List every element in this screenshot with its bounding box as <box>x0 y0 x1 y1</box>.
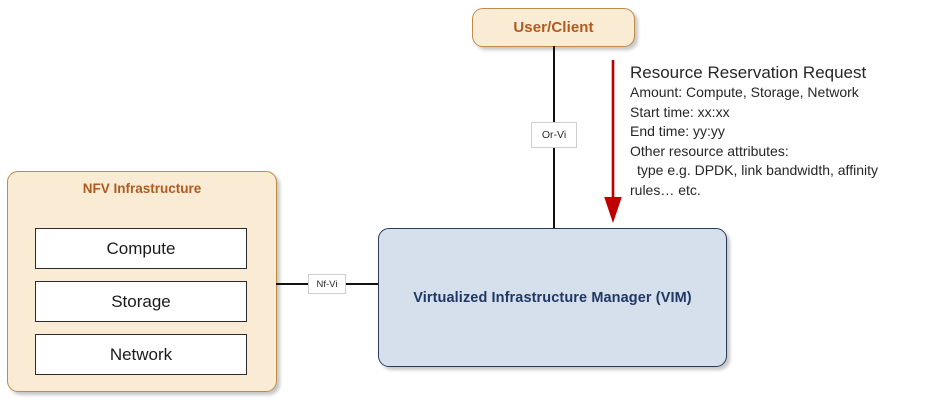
interface-label-or-vi: Or-Vi <box>531 122 577 148</box>
annotation-block: Resource Reservation Request Amount: Com… <box>630 62 942 200</box>
nfv-resource-network[interactable]: Network <box>35 334 247 375</box>
node-user-client[interactable]: User/Client <box>472 8 635 47</box>
node-nfv-infrastructure-title: NFV Infrastructure <box>82 181 202 196</box>
interface-label-nf-vi: Nf-Vi <box>308 274 346 294</box>
annotation-line-attribute-examples: type e.g. DPDK, link bandwidth, affinity <box>637 162 878 178</box>
annotation-line-rules: rules… etc. <box>630 181 701 198</box>
annotation-title: Resource Reservation Request <box>630 63 867 82</box>
node-vim[interactable]: Virtualized Infrastructure Manager (VIM) <box>378 228 727 367</box>
node-user-client-label: User/Client <box>513 19 594 36</box>
node-nfv-infrastructure[interactable]: NFV Infrastructure Compute Storage Netwo… <box>7 171 277 392</box>
node-vim-label: Virtualized Infrastructure Manager (VIM) <box>413 289 692 306</box>
annotation-line-other-attributes: Other resource attributes: <box>630 142 789 159</box>
down-arrow-icon <box>604 60 622 223</box>
annotation-line-end-time: End time: yy:yy <box>630 123 725 139</box>
annotation-line-amount: Amount: Compute, Storage, Network <box>630 84 859 100</box>
nfv-resource-compute[interactable]: Compute <box>35 228 247 269</box>
nfv-resource-storage[interactable]: Storage <box>35 281 247 322</box>
annotation-line-start-time: Start time: xx:xx <box>630 103 730 120</box>
